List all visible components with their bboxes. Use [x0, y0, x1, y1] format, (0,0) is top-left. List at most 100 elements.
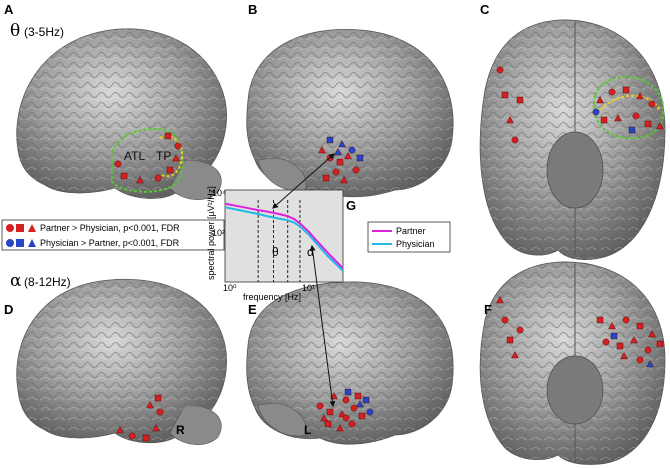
legend-red-label: Partner > Physician, p<0.001, FDR — [40, 223, 180, 233]
triangle-marker-icon — [28, 224, 36, 232]
roi-label-left: L — [304, 423, 311, 437]
y-axis-label: spectral power [µV²/Hz] — [206, 186, 216, 280]
triangle-marker-icon — [136, 176, 144, 184]
circle-marker-icon — [154, 174, 162, 182]
square-marker-icon — [164, 132, 172, 140]
circle-marker-icon — [644, 346, 652, 354]
triangle-marker-icon — [146, 401, 154, 409]
roi-outline-atl-a — [110, 128, 184, 193]
square-marker-icon — [596, 316, 604, 324]
series-lines — [224, 202, 344, 272]
brainstem-c — [546, 131, 604, 209]
triangle-marker-icon — [648, 330, 656, 338]
theta-symbol: θ — [10, 21, 20, 41]
panel-letter-c: C — [480, 2, 490, 17]
triangle-marker-icon — [338, 410, 346, 418]
triangle-marker-icon — [614, 114, 622, 122]
square-marker-icon — [322, 174, 330, 182]
y-tick-10-4: 10⁴ — [212, 188, 226, 198]
y-tick-10-2: 10² — [212, 228, 225, 238]
circle-marker-icon — [516, 326, 524, 334]
series-line-partner — [224, 202, 344, 270]
triangle-marker-icon — [356, 400, 364, 408]
series-legend: Partner Physician — [367, 221, 451, 253]
triangle-marker-icon — [506, 116, 514, 124]
circle-marker-icon — [348, 146, 356, 154]
square-marker-icon — [16, 239, 24, 247]
x-tick-10-0: 10⁰ — [223, 283, 237, 293]
triangle-marker-icon — [116, 426, 124, 434]
circle-marker-icon — [648, 100, 656, 108]
theta-range: (3-5Hz) — [24, 25, 64, 39]
band-lines — [257, 200, 301, 282]
circle-marker-icon — [316, 402, 324, 410]
panel-letter-b: B — [248, 2, 257, 17]
circle-marker-icon — [511, 136, 519, 144]
triangle-marker-icon — [496, 296, 504, 304]
legend-physician-label: Physician — [396, 239, 435, 249]
band-annotation-theta: θ — [272, 245, 279, 259]
alpha-symbol: α — [10, 271, 22, 291]
square-marker-icon — [622, 86, 630, 94]
circle-marker-icon — [602, 338, 610, 346]
square-marker-icon — [644, 120, 652, 128]
square-marker-icon — [326, 408, 334, 416]
square-marker-icon — [142, 434, 150, 442]
square-marker-icon — [656, 340, 664, 348]
triangle-marker-icon — [340, 176, 348, 184]
triangle-marker-icon — [630, 336, 638, 344]
square-marker-icon — [336, 158, 344, 166]
roi-label-atl: ATL — [124, 149, 145, 163]
triangle-marker-icon — [646, 360, 654, 368]
circle-marker-icon — [342, 414, 350, 422]
triangle-marker-icon — [28, 239, 36, 247]
plot-area — [224, 189, 344, 283]
square-marker-icon — [358, 412, 366, 420]
triangle-marker-icon — [320, 414, 328, 422]
square-marker-icon — [344, 388, 352, 396]
series-line-physician — [224, 206, 344, 272]
marker-legend: Partner > Physician, p<0.001, FDR Physic… — [1, 219, 225, 251]
triangle-marker-icon — [318, 146, 326, 154]
square-marker-icon — [120, 172, 128, 180]
brain-panel-e — [246, 281, 454, 445]
x-tick-10-1: 10¹ — [302, 283, 315, 293]
square-marker-icon — [628, 126, 636, 134]
triangle-marker-icon — [511, 351, 519, 359]
square-marker-icon — [16, 224, 24, 232]
brain-panel-d — [16, 278, 227, 445]
triangle-marker-icon — [656, 122, 664, 130]
circle-marker-icon — [622, 316, 630, 324]
square-marker-icon — [506, 336, 514, 344]
square-marker-icon — [516, 96, 524, 104]
square-marker-icon — [610, 332, 618, 340]
circle-marker-icon — [6, 224, 14, 232]
brain-panel-a — [16, 28, 227, 200]
brainstem-f — [546, 355, 604, 425]
brain-panel-c — [479, 19, 666, 260]
circle-marker-icon — [128, 432, 136, 440]
square-marker-icon — [356, 154, 364, 162]
triangle-marker-icon — [152, 424, 160, 432]
square-marker-icon — [326, 136, 334, 144]
electrode-markers — [114, 66, 664, 442]
triangle-marker-icon — [636, 92, 644, 100]
triangle-marker-icon — [172, 154, 180, 162]
triangle-marker-icon — [608, 322, 616, 330]
square-marker-icon — [324, 420, 332, 428]
panel-letter-a: A — [4, 2, 14, 17]
square-marker-icon — [362, 396, 370, 404]
legend-partner-label: Partner — [396, 226, 426, 236]
square-marker-icon — [636, 322, 644, 330]
arrow-alpha-to-e — [309, 244, 336, 408]
triangle-marker-icon — [338, 140, 346, 148]
roi-label-tp: TP — [156, 149, 171, 163]
roi-outline-c-inner — [599, 94, 661, 111]
circle-marker-icon — [496, 66, 504, 74]
panel-letter-g: G — [346, 198, 356, 213]
x-axis-label: frequency [Hz] — [243, 292, 301, 302]
circle-marker-icon — [156, 408, 164, 416]
cerebellum-d — [169, 404, 222, 445]
cerebellum-e — [257, 402, 307, 437]
